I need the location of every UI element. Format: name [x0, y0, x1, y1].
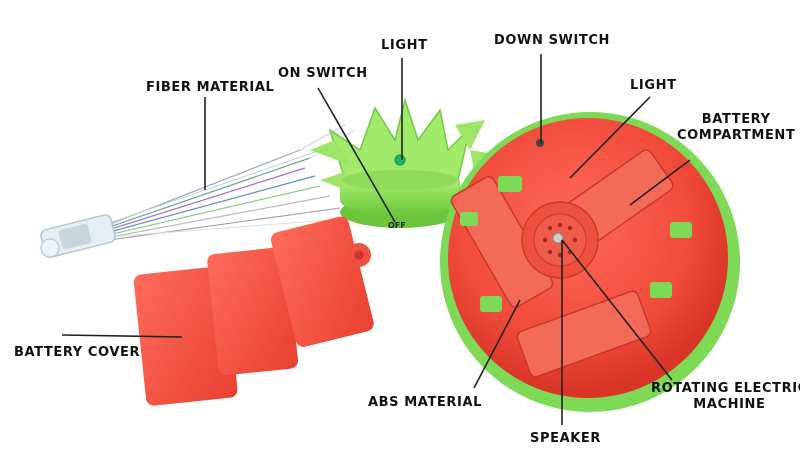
label-abs-material: ABS MATERIAL: [368, 395, 482, 410]
label-fiber-material: FIBER MATERIAL: [146, 80, 275, 95]
label-down-switch: DOWN SWITCH: [494, 33, 611, 48]
battery-covers: [133, 216, 374, 406]
label-battery-compartment: BATTERY COMPARTMENT: [677, 112, 796, 143]
label-rotating-electric-machine: ROTATING ELECTRIC MACHINE: [651, 381, 800, 412]
label-speaker: SPEAKER: [530, 431, 601, 446]
leader-on-switch: [317, 87, 396, 223]
crown-light-unit: [310, 97, 500, 228]
leader-abs-material: [473, 299, 521, 389]
label-on-switch: ON SWITCH: [278, 66, 368, 81]
leader-battery-cover: [61, 334, 183, 338]
crown-switch-text: OFF: [388, 221, 406, 230]
leader-lines: [61, 54, 691, 425]
label-battery-cover: BATTERY COVER: [14, 345, 141, 360]
leader-battery-compartment: [629, 159, 691, 206]
fiber-bundle: [94, 124, 356, 243]
leader-rotating-machine: [561, 239, 673, 381]
label-light-right: LIGHT: [630, 78, 677, 93]
fiber-plug: [40, 214, 116, 258]
label-light-top: LIGHT: [381, 38, 428, 53]
dome-base: [440, 112, 740, 412]
leader-light-right: [569, 96, 651, 179]
